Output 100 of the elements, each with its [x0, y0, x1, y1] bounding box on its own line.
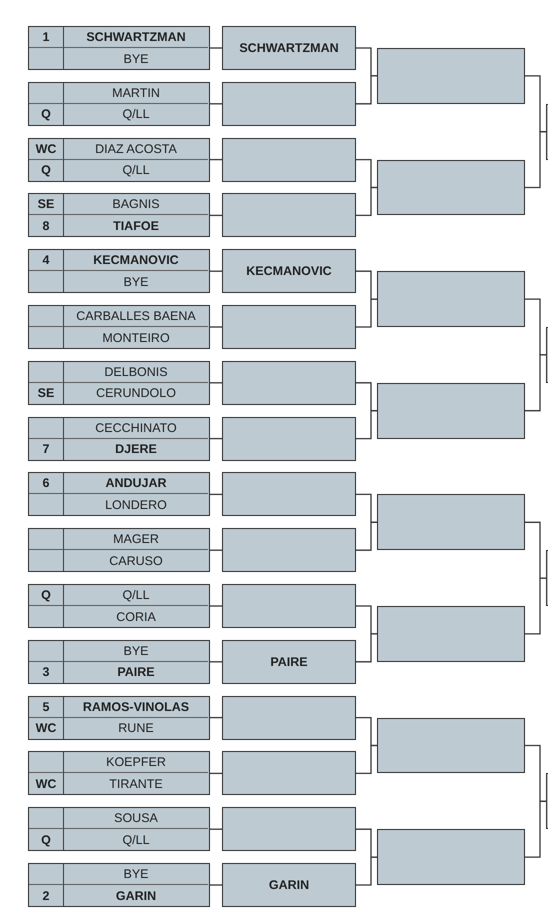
player-name-cell: Q/LL — [64, 160, 208, 181]
player-name-cell: KECMANOVIC — [64, 250, 208, 272]
bracket-slot — [222, 82, 356, 126]
bracket-slot — [222, 807, 356, 852]
match-box — [28, 416, 210, 461]
seed-cell: WC — [29, 718, 64, 739]
match-box — [28, 807, 210, 852]
match-box — [28, 26, 210, 70]
bracket-line — [356, 522, 377, 551]
bracket-slot — [222, 696, 356, 740]
seed-cell: Q — [29, 585, 64, 606]
seed-cell — [29, 529, 64, 550]
bracket-slot: PAIRE — [222, 640, 356, 684]
bracket-line — [525, 577, 546, 635]
seed-cell: 5 — [29, 696, 64, 718]
bracket-line — [210, 382, 223, 384]
bracket-line — [356, 744, 377, 774]
player-name-cell: CARBALLES BAENA — [64, 306, 208, 327]
seed-cell: 4 — [29, 250, 64, 272]
bracket-slot — [377, 829, 525, 885]
bracket-line — [210, 884, 223, 886]
seed-cell: Q — [29, 104, 64, 125]
bracket-slot — [377, 382, 525, 439]
player-name-cell: BYE — [64, 864, 208, 885]
player-name-cell: RAMOS-VINOLAS — [64, 696, 208, 718]
bracket-slot — [222, 193, 356, 238]
bracket-slot — [377, 718, 525, 774]
player-name-cell: CARUSO — [64, 550, 208, 572]
player-name-cell: BAGNIS — [64, 194, 208, 216]
bracket-slot: GARIN — [222, 863, 356, 907]
bracket-line — [210, 661, 223, 662]
bracket-line — [210, 438, 223, 440]
bracket-line — [210, 605, 223, 607]
player-name-cell: PAIRE — [64, 662, 208, 683]
seed-cell: Q — [29, 829, 64, 850]
seed-cell: 1 — [29, 27, 64, 48]
seed-cell: SE — [29, 194, 64, 216]
match-box — [28, 863, 210, 907]
player-name-cell: MONTEIRO — [64, 327, 208, 348]
bracket-line — [210, 326, 223, 328]
seed-cell: SE — [29, 382, 64, 404]
seed-cell: WC — [29, 773, 64, 794]
player-name-cell: KOEPFER — [64, 752, 208, 774]
bracket-line — [210, 158, 223, 160]
player-name-cell: CECCHINATO — [64, 418, 208, 439]
bracket-line — [210, 103, 223, 104]
bracket-line — [356, 298, 377, 328]
bracket-slot — [222, 305, 356, 349]
seed-cell: 8 — [29, 215, 64, 236]
match-box — [28, 751, 210, 796]
player-name-cell: GARIN — [64, 885, 208, 906]
player-name-cell: BYE — [64, 271, 208, 292]
player-name-cell: Q/LL — [64, 829, 208, 850]
bracket-slot — [222, 472, 356, 516]
player-name-cell: TIRANTE — [64, 773, 208, 794]
match-box — [28, 472, 210, 516]
player-name-cell: TIAFOE — [64, 215, 208, 236]
player-name-cell: Q/LL — [64, 585, 208, 606]
bracket-line — [210, 716, 223, 718]
bracket-slot — [222, 584, 356, 628]
match-box — [28, 696, 210, 740]
bracket-line — [210, 270, 223, 272]
player-name-cell: LONDERO — [64, 494, 208, 516]
match-box — [28, 584, 210, 628]
bracket-slot — [377, 271, 525, 327]
player-name-cell: BYE — [64, 48, 208, 69]
bracket-line — [210, 47, 223, 49]
bracket-line — [210, 214, 223, 216]
seed-cell — [29, 864, 64, 885]
match-box — [28, 138, 210, 182]
player-name-cell: CERUNDOLO — [64, 382, 208, 404]
bracket-line — [210, 772, 223, 774]
player-name-cell: DIAZ ACOSTA — [64, 138, 208, 160]
bracket-line — [356, 633, 377, 662]
bracket-line — [210, 828, 223, 830]
seed-cell — [29, 82, 64, 104]
match-box — [28, 528, 210, 572]
bracket-slot — [222, 416, 356, 461]
bracket-slot — [377, 494, 525, 550]
seed-cell — [29, 418, 64, 439]
player-name-cell: CORIA — [64, 606, 208, 627]
seed-cell: 6 — [29, 473, 64, 494]
player-name-cell: MAGER — [64, 529, 208, 550]
match-box — [28, 193, 210, 238]
seed-cell — [29, 362, 64, 383]
seed-cell: Q — [29, 160, 64, 181]
bracket-line — [356, 410, 377, 440]
match-box — [28, 249, 210, 294]
seed-cell — [29, 306, 64, 327]
bracket-line — [356, 186, 377, 216]
bracket-line — [356, 856, 377, 886]
player-name-cell: SOUSA — [64, 808, 208, 830]
player-name-cell: MARTIN — [64, 82, 208, 104]
match-box — [28, 640, 210, 684]
seed-cell: 7 — [29, 438, 64, 460]
match-box — [28, 82, 210, 126]
bracket-line — [525, 354, 546, 412]
bracket-slot — [377, 160, 525, 216]
player-name-cell: Q/LL — [64, 104, 208, 125]
bracket-slot — [222, 138, 356, 182]
